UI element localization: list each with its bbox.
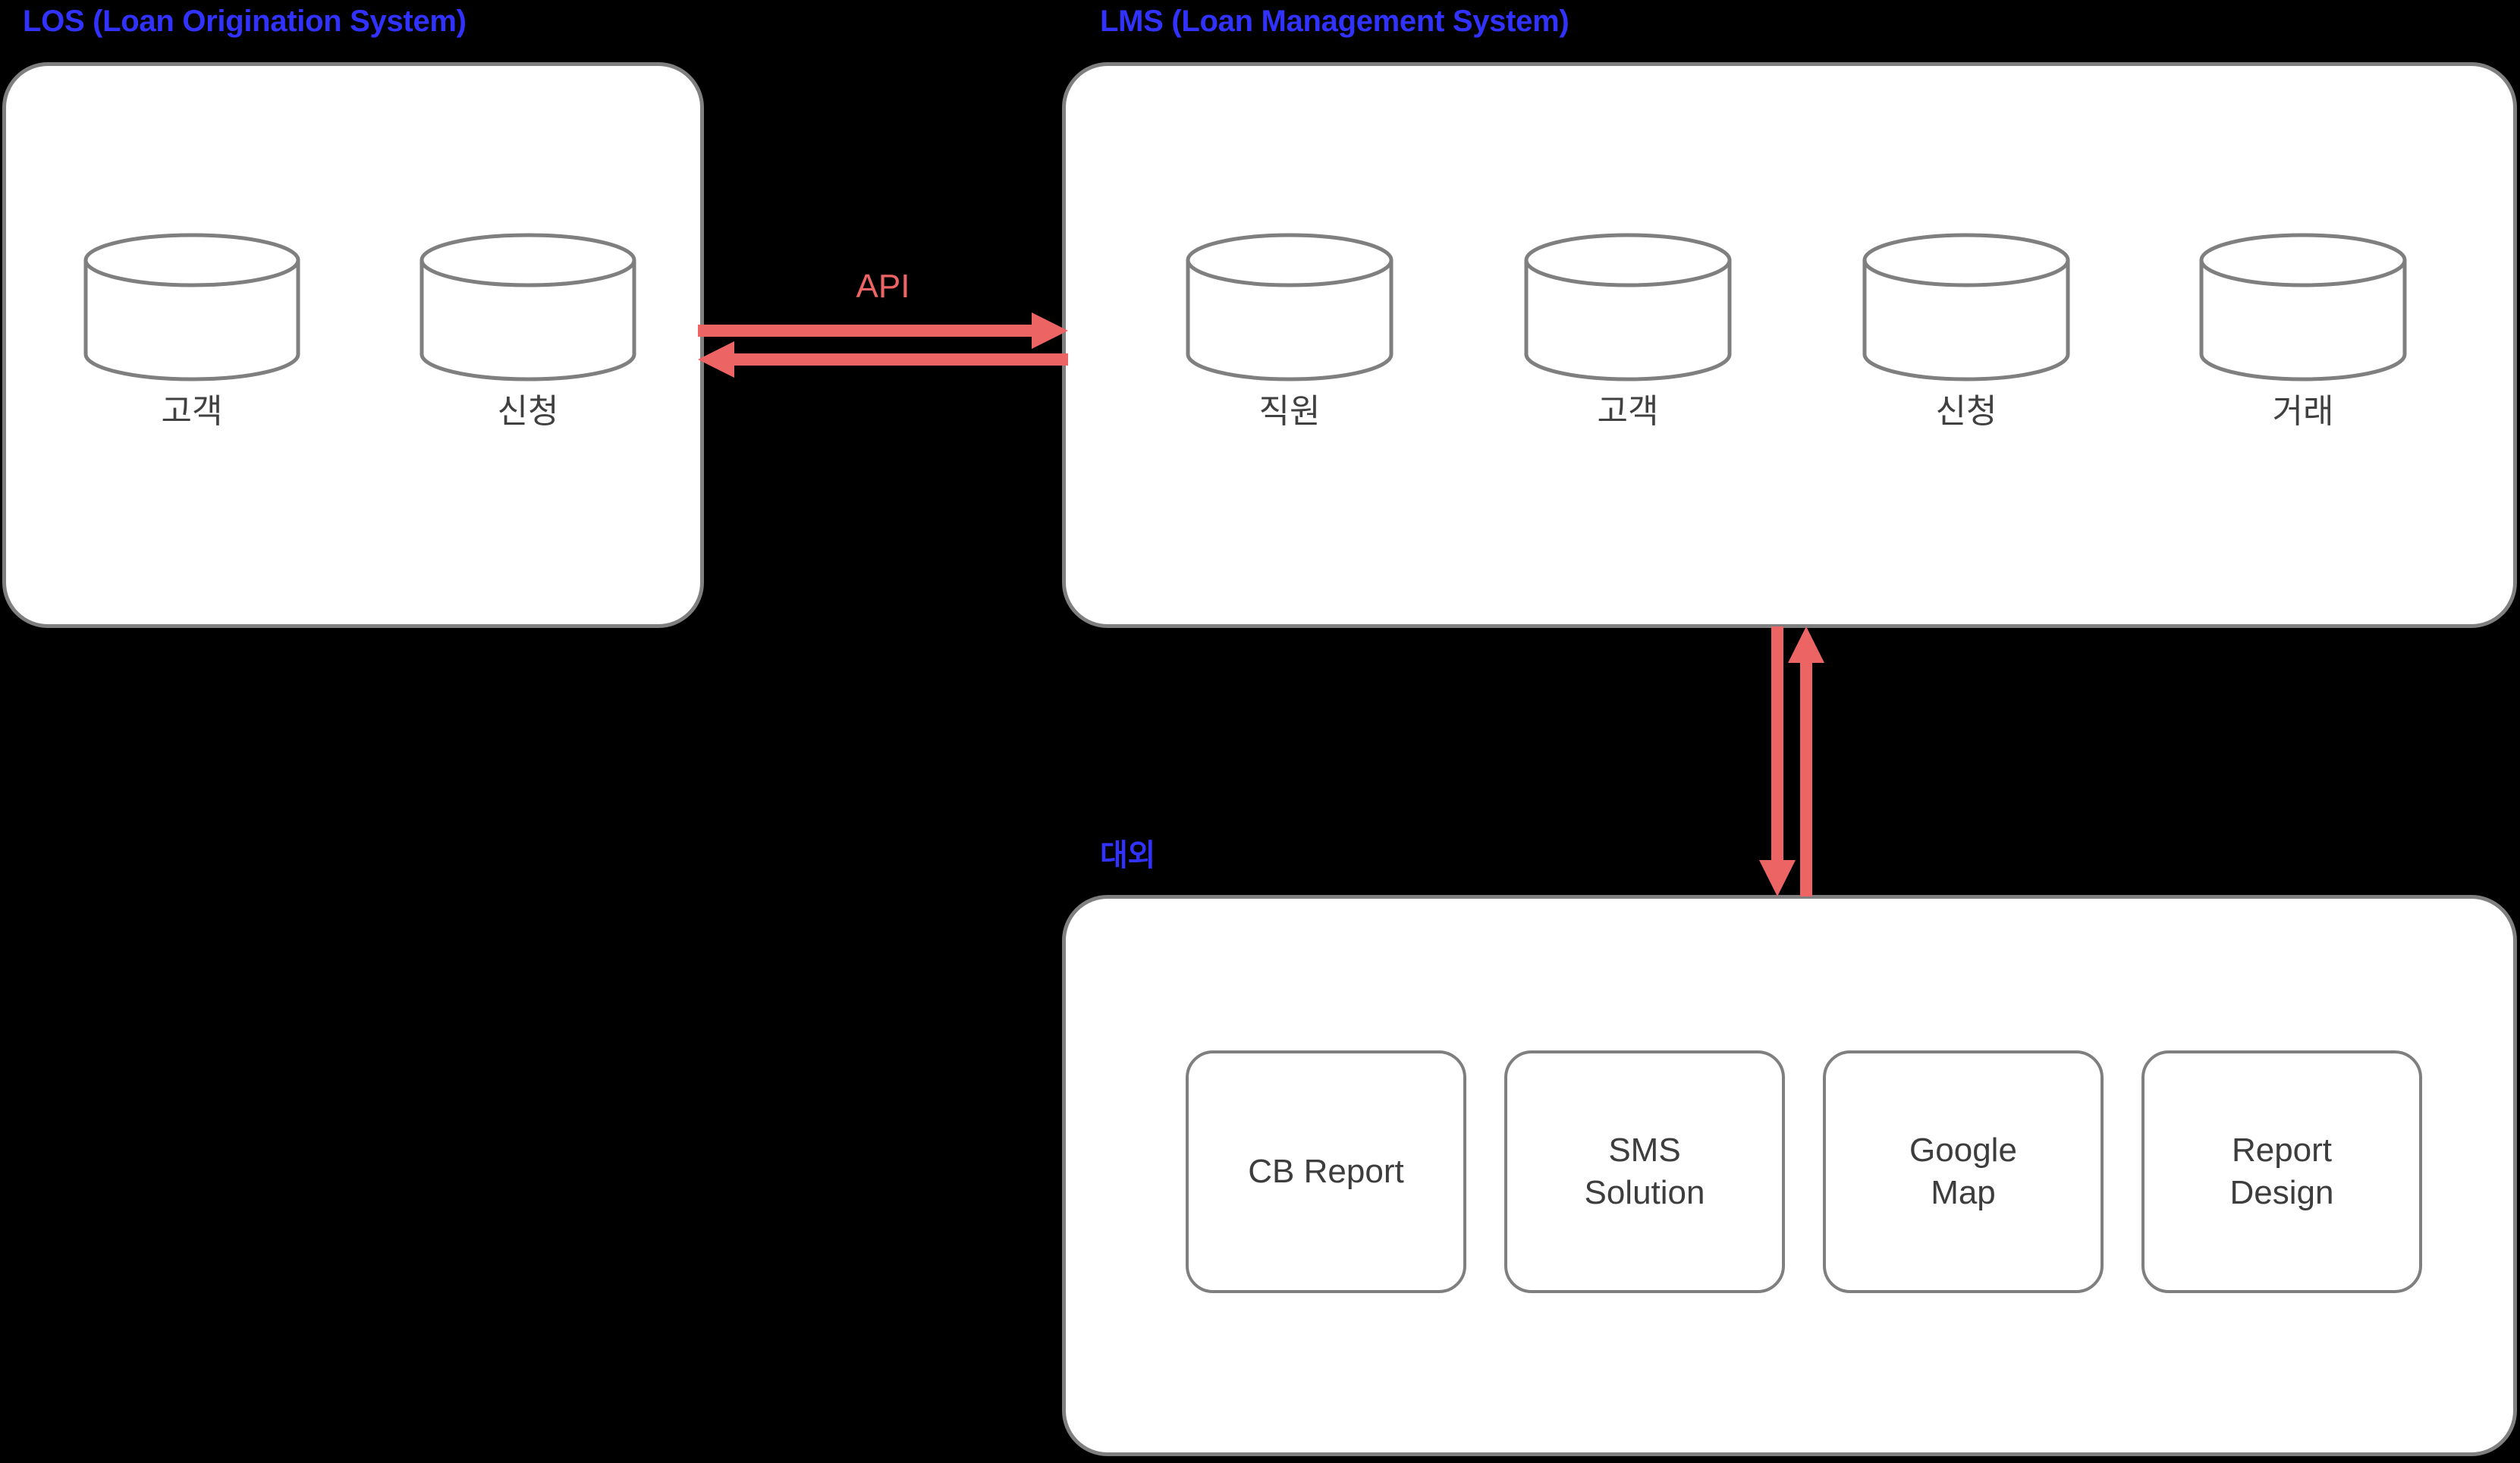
los-database-customer[interactable]: 고객 [82, 231, 302, 430]
service-box-google-map[interactable]: Google Map [1823, 1050, 2104, 1293]
lms-database-application-label: 신청 [1935, 393, 1997, 430]
connector-los-lms-api[interactable] [698, 312, 1068, 378]
lms-database-customer[interactable]: 고객 [1522, 231, 1733, 430]
los-group-title: LOS (Loan Origination System) [23, 5, 467, 38]
los-database-application[interactable]: 신청 [418, 231, 638, 430]
service-box-cb-report[interactable]: CB Report [1186, 1050, 1466, 1293]
service-box-sms-solution[interactable]: SMS Solution [1504, 1050, 1785, 1293]
connector-lms-external[interactable] [1759, 626, 1824, 896]
service-box-report-design[interactable]: Report Design [2141, 1050, 2422, 1293]
los-panel[interactable]: 고객 신청 [2, 62, 704, 628]
lms-database-application[interactable]: 신청 [1861, 231, 2072, 430]
lms-database-staff[interactable]: 직원 [1184, 231, 1395, 430]
lms-database-transaction-label: 거래 [2272, 393, 2334, 430]
los-database-customer-label: 고객 [161, 393, 223, 430]
los-database-application-label: 신청 [497, 393, 559, 430]
lms-database-transaction[interactable]: 거래 [2198, 231, 2408, 430]
lms-database-customer-label: 고객 [1597, 393, 1659, 430]
lms-panel[interactable]: 직원 고객 신청 [1062, 62, 2517, 628]
external-group-title: 대외 [1100, 839, 1155, 872]
lms-group-title: LMS (Loan Management System) [1100, 5, 1570, 38]
lms-database-staff-label: 직원 [1258, 393, 1321, 430]
external-panel[interactable]: CB Report SMS Solution Google Map Report… [1062, 895, 2517, 1456]
connector-los-lms-api-label: API [856, 268, 910, 305]
